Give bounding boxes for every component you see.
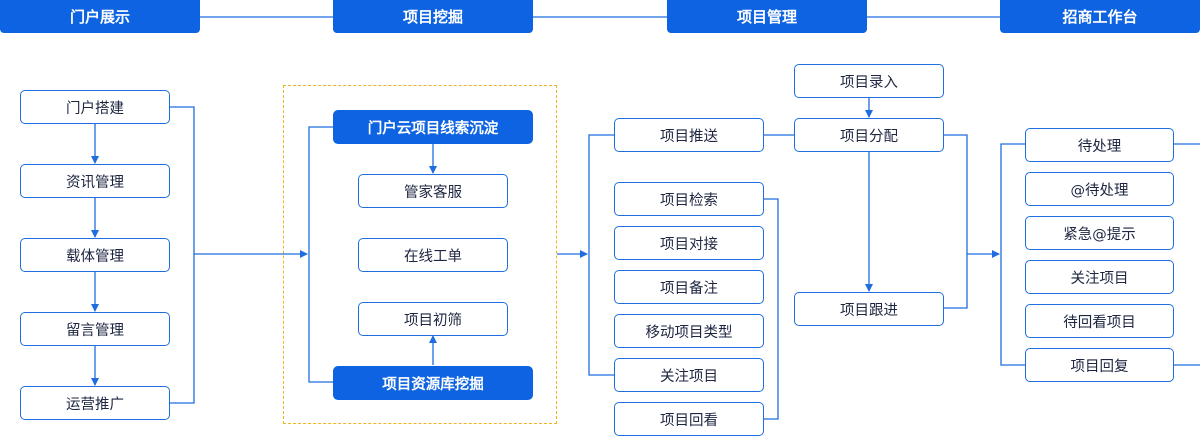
node-followed-projects[interactable]: 关注项目 — [1025, 260, 1174, 294]
node-pending[interactable]: 待处理 — [1025, 128, 1174, 162]
node-follow-project[interactable]: 关注项目 — [614, 358, 764, 392]
node-resource-mining[interactable]: 项目资源库挖掘 — [333, 366, 533, 400]
header-workbench: 招商工作台 — [1000, 0, 1200, 33]
node-mention-pending[interactable]: @待处理 — [1025, 172, 1174, 206]
node-project-push[interactable]: 项目推送 — [614, 118, 764, 152]
header-portal: 门户展示 — [0, 0, 200, 33]
node-operation-promotion[interactable]: 运营推广 — [20, 386, 170, 420]
node-steward-service[interactable]: 管家客服 — [358, 174, 508, 208]
management-right-bracket — [764, 198, 779, 420]
header-mining: 项目挖掘 — [333, 0, 533, 33]
mining-group-frame — [283, 85, 557, 424]
header-management: 项目管理 — [667, 0, 867, 33]
node-to-review-projects[interactable]: 待回看项目 — [1025, 304, 1174, 338]
mining-bracket — [308, 126, 333, 383]
node-project-assign[interactable]: 项目分配 — [794, 118, 944, 152]
node-project-screening[interactable]: 项目初筛 — [358, 302, 508, 336]
node-lead-accumulation[interactable]: 门户云项目线索沉淀 — [333, 110, 533, 144]
node-project-reply[interactable]: 项目回复 — [1025, 348, 1174, 382]
node-project-follow-up[interactable]: 项目跟进 — [794, 292, 944, 326]
workbench-left-bracket — [1000, 143, 1025, 366]
node-portal-build[interactable]: 门户搭建 — [20, 90, 170, 124]
node-project-search[interactable]: 项目检索 — [614, 182, 764, 216]
node-online-ticket[interactable]: 在线工单 — [358, 238, 508, 272]
node-carrier-management[interactable]: 载体管理 — [20, 238, 170, 272]
node-project-entry[interactable]: 项目录入 — [794, 64, 944, 98]
management-left-bracket — [588, 134, 614, 376]
node-news-management[interactable]: 资讯管理 — [20, 164, 170, 198]
node-message-management[interactable]: 留言管理 — [20, 312, 170, 346]
node-project-docking[interactable]: 项目对接 — [614, 226, 764, 260]
portal-bracket — [170, 106, 195, 404]
node-urgent-mention[interactable]: 紧急@提示 — [1025, 216, 1174, 250]
node-move-project-type[interactable]: 移动项目类型 — [614, 314, 764, 348]
node-project-note[interactable]: 项目备注 — [614, 270, 764, 304]
assign-follow-bracket — [944, 134, 968, 309]
node-project-review[interactable]: 项目回看 — [614, 402, 764, 436]
